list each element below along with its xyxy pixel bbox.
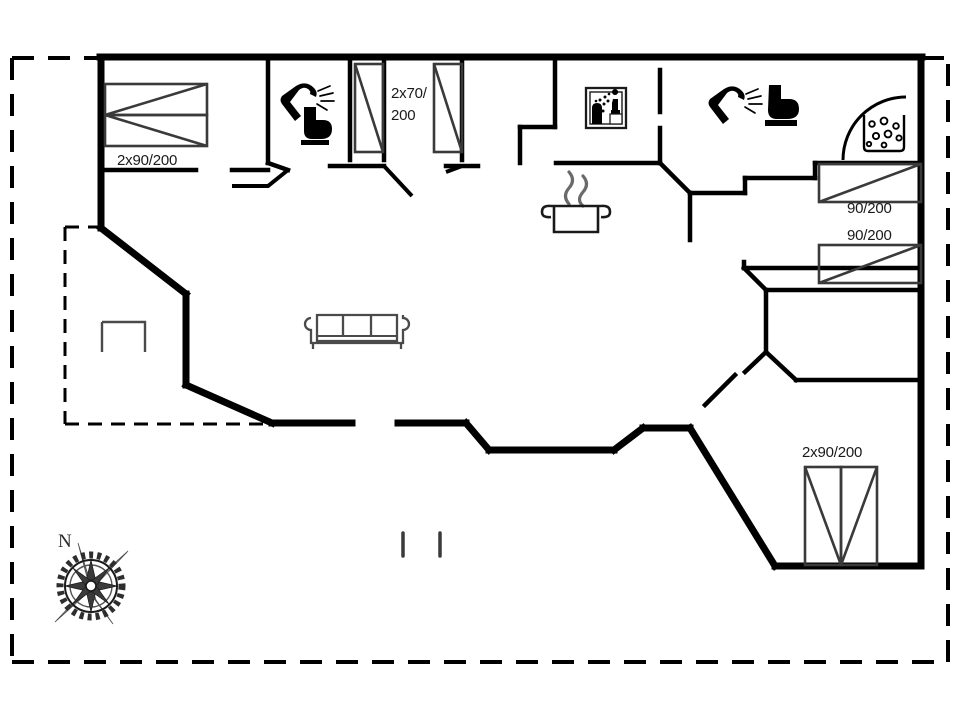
compass-north-label: N (58, 531, 72, 552)
whirlpool-icon (862, 115, 906, 153)
toilet-icon (765, 85, 799, 126)
door-label-top-middle-line1: 2x70/ (391, 85, 427, 102)
bed-symbol-right-upper (817, 162, 923, 204)
bed-label-top-left: 2x90/200 (117, 152, 178, 169)
building-outer-walls (96, 53, 926, 571)
shower-icon (708, 86, 763, 124)
compass-rose-icon (54, 542, 129, 625)
bed-symbol-bottom-right (803, 465, 879, 567)
shower-icon (280, 83, 335, 121)
terrace-outline-dashed (63, 225, 278, 426)
bed-symbol-top-left (103, 82, 209, 148)
door-symbol-top-middle-left (353, 62, 385, 154)
door-swings (232, 164, 463, 198)
sauna-icon (584, 86, 628, 130)
sofa-icon (303, 313, 411, 349)
bed-symbol-right-lower (817, 243, 923, 285)
door-swing-whirlpool (841, 95, 907, 161)
bed-label-right-lower: 90/200 (847, 227, 892, 244)
terrace-post-icons (401, 531, 442, 558)
door-label-top-middle-line2: 200 (391, 107, 416, 124)
plot-boundary-dashed (10, 56, 950, 664)
bed-label-right-upper: 90/200 (847, 200, 892, 217)
toilet-icon (301, 107, 332, 145)
cooking-pot-icon (540, 170, 612, 234)
terrace-table-icon (100, 320, 147, 352)
bed-label-bottom-right: 2x90/200 (802, 444, 863, 461)
door-symbol-top-middle-right (432, 62, 464, 154)
